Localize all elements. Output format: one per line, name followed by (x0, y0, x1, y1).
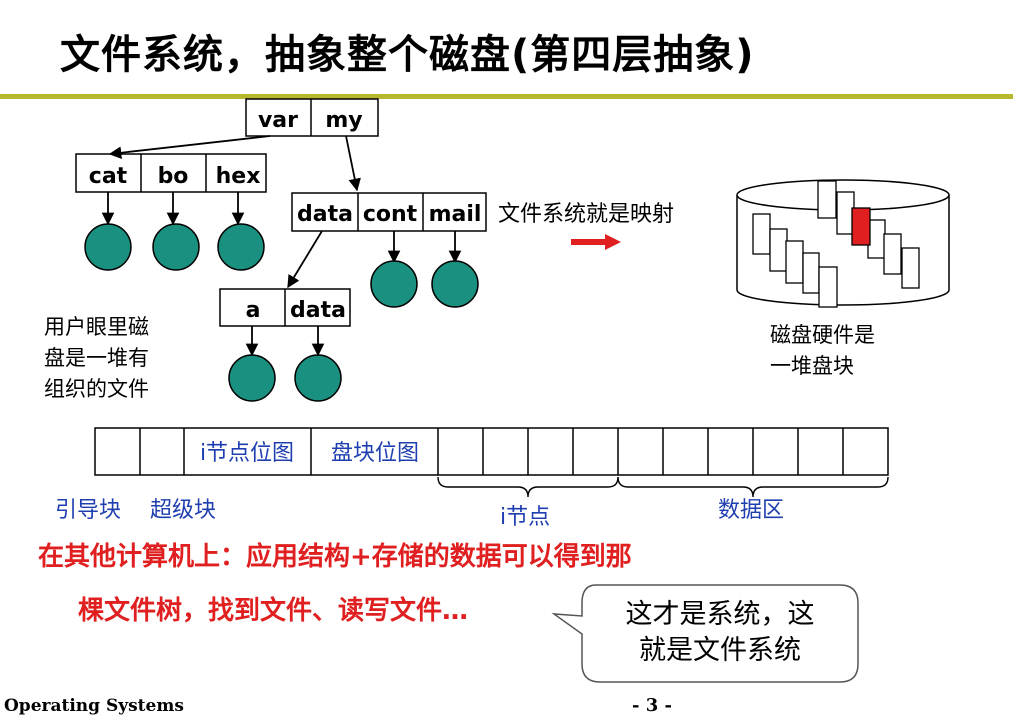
file-node-cont (370, 260, 418, 308)
user-view-caption: 用户眼里磁 盘是一堆有 组织的文件 (44, 312, 149, 405)
file-node-data (294, 354, 342, 402)
tree-arrows (101, 135, 462, 357)
dir-entry-data: data (297, 202, 353, 227)
callout-line-1: 这才是系统，这 (625, 599, 815, 630)
user-view-caption-line-2: 盘是一堆有 (44, 346, 149, 370)
disk-cylinder-icon (736, 179, 950, 308)
dir-entry-mail: mail (429, 202, 482, 227)
layout-braces (437, 476, 889, 498)
root-directory: var my (245, 98, 379, 137)
data-area-label: 数据区 (718, 498, 785, 523)
file-node-hex (217, 223, 265, 271)
my-directory: data cont mail (291, 192, 487, 232)
callout-text: 这才是系统，这 就是文件系统 (584, 597, 856, 669)
mapping-arrow (571, 234, 621, 250)
disk-hardware-caption-line-1: 磁盘硬件是 (770, 323, 875, 347)
slide-title: 文件系统，抽象整个磁盘(第四层抽象) (60, 32, 755, 78)
callout-line-2: 就是文件系统 (639, 635, 801, 666)
file-nodes (84, 223, 479, 402)
title-underline (0, 94, 1013, 99)
dir-entry-a: a (246, 298, 261, 323)
file-node-cat (84, 223, 132, 271)
user-view-caption-line-3: 组织的文件 (44, 377, 149, 401)
dir-entry-my: my (325, 108, 362, 133)
dir-entry-cont: cont (363, 202, 418, 227)
block-bitmap-cell: 盘块位图 (331, 441, 419, 466)
file-node-bo (152, 223, 200, 271)
dir-entry-data-sub: data (290, 298, 346, 323)
dir-entry-var: var (258, 108, 298, 133)
boot-block-label: 引导块 (55, 498, 122, 523)
red-statement-line-2: 棵文件树，找到文件、读写文件… (78, 596, 469, 626)
data-directory: a data (219, 288, 351, 327)
footer-page-number: - 3 - (632, 695, 672, 716)
disk-hardware-caption: 磁盘硬件是 一堆盘块 (770, 320, 875, 382)
callout-bubble (551, 584, 859, 683)
highlighted-disk-block (851, 207, 871, 246)
var-directory: cat bo hex (75, 153, 267, 193)
inode-bitmap-cell: i节点位图 (200, 441, 294, 466)
disk-layout-bar: i节点位图 盘块位图 (94, 427, 889, 476)
disk-hardware-caption-line-2: 一堆盘块 (770, 354, 854, 378)
red-statement-line-1: 在其他计算机上：应用结构+存储的数据可以得到那 (38, 542, 632, 572)
mapping-label: 文件系统就是映射 (498, 202, 674, 227)
dir-entry-hex: hex (216, 164, 261, 189)
superblock-label: 超级块 (150, 498, 217, 523)
footer-course-name: Operating Systems (4, 696, 184, 716)
user-view-caption-line-1: 用户眼里磁 (44, 315, 149, 339)
file-node-mail (431, 260, 479, 308)
file-node-a (228, 354, 276, 402)
dir-entry-bo: bo (158, 164, 189, 189)
inode-area-label: i节点 (500, 505, 551, 530)
dir-entry-cat: cat (89, 164, 128, 189)
